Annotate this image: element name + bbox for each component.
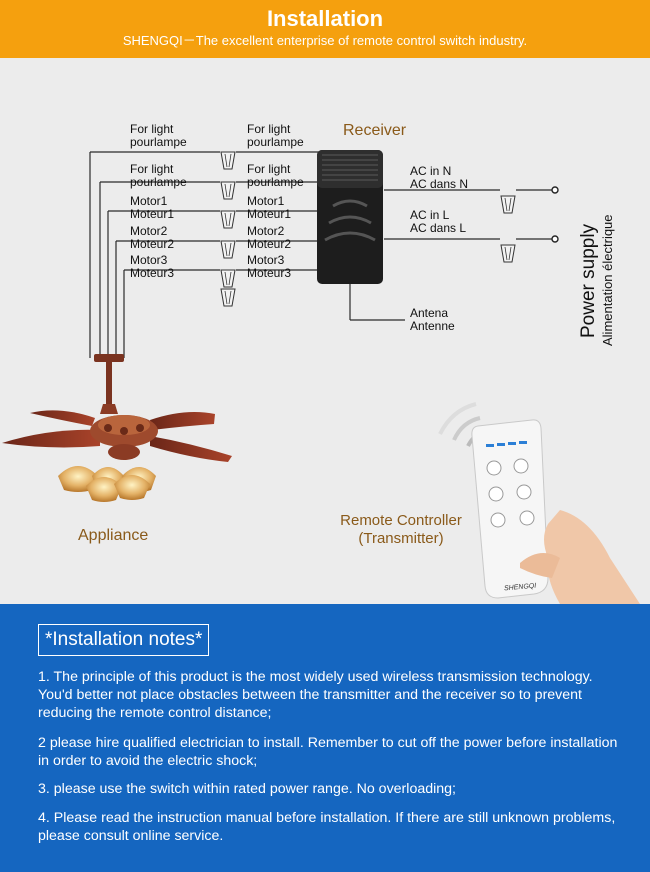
wire-label-right-3-en: Motor1 <box>247 194 285 208</box>
ac-l-label-en: AC in L <box>410 208 450 222</box>
ac-n-label: AC in N AC dans N <box>410 165 468 191</box>
ceiling-fan <box>2 354 232 502</box>
wire-label-left-3-en: Motor1 <box>130 194 168 208</box>
ac-l-label-fr: AC dans L <box>410 221 467 235</box>
note-item-1: 1. The principle of this product is the … <box>38 669 593 721</box>
receiver-device <box>317 150 383 284</box>
wire-label-left-4: Motor2 Moteur2 <box>130 225 174 251</box>
antenna-label: Antena Antenne <box>410 307 455 333</box>
appliance-label: Appliance <box>78 527 149 544</box>
remote-label-line1: Remote Controller <box>340 512 462 529</box>
antenna-label-en: Antena <box>410 306 449 320</box>
wire-label-right-1-en: For light <box>247 122 291 136</box>
notes-title: *Installation notes* <box>38 624 210 656</box>
wire-label-left-5-en: Motor3 <box>130 253 168 267</box>
wire-label-right-5-fr: Moteur3 <box>247 266 292 280</box>
wire-label-right-3: Motor1 Moteur1 <box>247 195 291 221</box>
remote-controller-label: Remote Controller (Transmitter) <box>326 512 476 548</box>
note-item-3: 3. please use the switch within rated po… <box>38 781 456 797</box>
ac-l-label: AC in L AC dans L <box>410 209 466 235</box>
wire-label-left-2-fr: pourlampe <box>130 175 187 189</box>
wire-label-left-1: For light pourlampe <box>130 123 187 149</box>
wire-label-left-4-en: Motor2 <box>130 224 168 238</box>
wire-label-left-1-fr: pourlampe <box>130 135 187 149</box>
wire-label-right-4: Motor2 Moteur2 <box>247 225 291 251</box>
ac-n-label-en: AC in N <box>410 164 452 178</box>
page-title: Installation <box>266 6 384 31</box>
wire-label-left-5-fr: Moteur3 <box>130 266 175 280</box>
installation-notes: *Installation notes* 1. The principle of… <box>0 604 650 872</box>
receiver-label: Receiver <box>343 122 407 139</box>
wire-label-left-4-fr: Moteur2 <box>130 237 175 251</box>
wire-label-right-2-fr: pourlampe <box>247 175 304 189</box>
ac-n-label-fr: AC dans N <box>410 177 469 191</box>
wire-label-right-2: For light pourlampe <box>247 163 304 189</box>
power-supply-fr: Alimentation électrique <box>600 214 615 346</box>
wire-label-right-3-fr: Moteur1 <box>247 207 292 221</box>
wire-label-left-3: Motor1 Moteur1 <box>130 195 174 221</box>
wire-label-left-2-en: For light <box>130 162 174 176</box>
page-subtitle: SHENGQI－The excellent enterprise of remo… <box>122 33 528 48</box>
wire-label-right-5-en: Motor3 <box>247 253 285 267</box>
power-supply-label: Power supply Alimentation électrique <box>578 162 622 346</box>
wire-label-right-4-fr: Moteur2 <box>247 237 292 251</box>
header-banner: Installation SHENGQI－The excellent enter… <box>0 0 650 58</box>
fan-wires <box>89 151 552 358</box>
antenna-label-fr: Antenne <box>410 319 455 333</box>
note-item-2: 2 please hire qualified electrician to i… <box>38 735 618 769</box>
wire-label-left-2: For light pourlampe <box>130 163 187 189</box>
wiring-drawing <box>2 150 640 604</box>
wire-label-right-1: For light pourlampe <box>247 123 304 149</box>
wire-label-right-1-fr: pourlampe <box>247 135 304 149</box>
wiring-diagram: For light pourlampe For light pourlampe … <box>0 58 650 604</box>
remote-label-line2: (Transmitter) <box>358 530 444 547</box>
wire-label-left-1-en: For light <box>130 122 174 136</box>
power-supply-en: Power supply <box>578 223 599 338</box>
wire-label-right-2-en: For light <box>247 162 291 176</box>
note-item-4: 4. Please read the instruction manual be… <box>38 810 616 844</box>
wire-label-right-4-en: Motor2 <box>247 224 285 238</box>
remote-controller <box>438 402 640 604</box>
wire-label-left-3-fr: Moteur1 <box>130 207 175 221</box>
wire-label-right-5: Motor3 Moteur3 <box>247 254 291 280</box>
wire-label-left-5: Motor3 Moteur3 <box>130 254 174 280</box>
